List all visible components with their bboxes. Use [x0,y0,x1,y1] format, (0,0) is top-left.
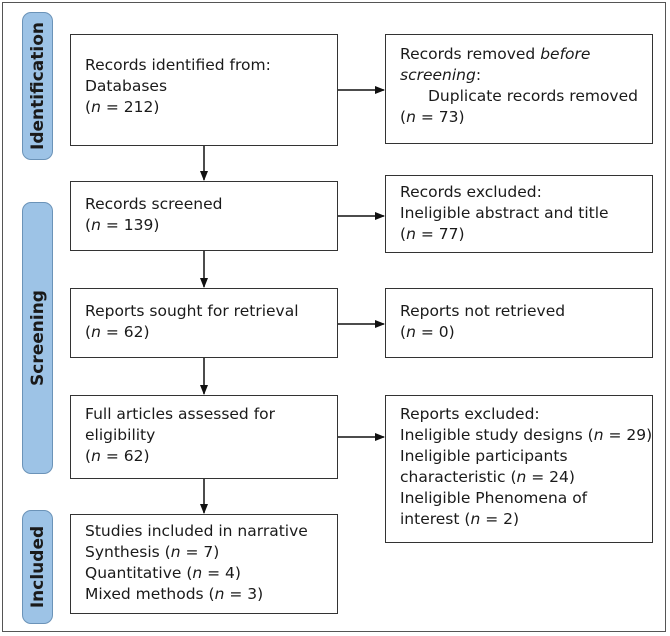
full-articles-assessed-title: Full articles assessed for [85,405,276,423]
phase-included: Included [22,510,53,624]
studies-included-mixed-methods: Mixed methods (n = 3) [85,585,264,603]
reports-sought-title: Reports sought for retrieval [85,302,299,320]
reports-excluded-phenomena: Ineligible Phenomena of [400,489,588,507]
records-removed-title: Records removed before [400,45,591,63]
records-screened-box: Records screened (n = 139) [70,181,338,251]
reports-not-retrieved-title: Reports not retrieved [400,302,566,320]
records-excluded-count: (n = 77) [400,225,465,243]
duplicate-records-removed: Duplicate records removed [428,87,638,105]
studies-included-title: Studies included in narrative [85,522,308,540]
studies-included-quantitative: Quantitative (n = 4) [85,564,241,582]
reports-excluded-phenomena-cont: interest (n = 2) [400,510,520,528]
phase-identification: Identification [22,12,53,160]
full-articles-assessed-box: Full articles assessed for eligibility (… [70,395,338,479]
records-screened-title: Records screened [85,195,223,213]
studies-included-synthesis: Synthesis (n = 7) [85,543,220,561]
reports-sought-box: Reports sought for retrieval (n = 62) [70,288,338,358]
reports-not-retrieved-count: (n = 0) [400,323,455,341]
reports-excluded-box: Reports excluded: Ineligible study desig… [385,395,653,543]
reports-excluded-participants-cont: characteristic (n = 24) [400,468,575,486]
records-excluded-reason: Ineligible abstract and title [400,204,609,222]
records-identified-count: (n = 212) [85,98,160,116]
phase-screening: Screening [22,202,53,474]
records-identified-title: Records identified from: [85,56,271,74]
reports-not-retrieved-box: Reports not retrieved (n = 0) [385,288,653,358]
records-identified-box: Records identified from: Databases (n = … [70,34,338,146]
studies-included-box: Studies included in narrative Synthesis … [70,514,338,614]
records-removed-box: Records removed before screening: Duplic… [385,34,653,144]
records-identified-source: Databases [85,77,168,95]
reports-excluded-study-designs: Ineligible study designs (n = 29) [400,426,653,444]
records-screened-count: (n = 139) [85,216,160,234]
records-removed-subtitle: screening: [400,66,482,84]
reports-excluded-title: Reports excluded: [400,405,540,423]
records-excluded-title: Records excluded: [400,183,542,201]
records-excluded-box: Records excluded: Ineligible abstract an… [385,175,653,253]
records-removed-count: (n = 73) [400,108,465,126]
full-articles-assessed-count: (n = 62) [85,447,150,465]
full-articles-assessed-title-cont: eligibility [85,426,156,444]
reports-excluded-participants: Ineligible participants [400,447,568,465]
reports-sought-count: (n = 62) [85,323,150,341]
